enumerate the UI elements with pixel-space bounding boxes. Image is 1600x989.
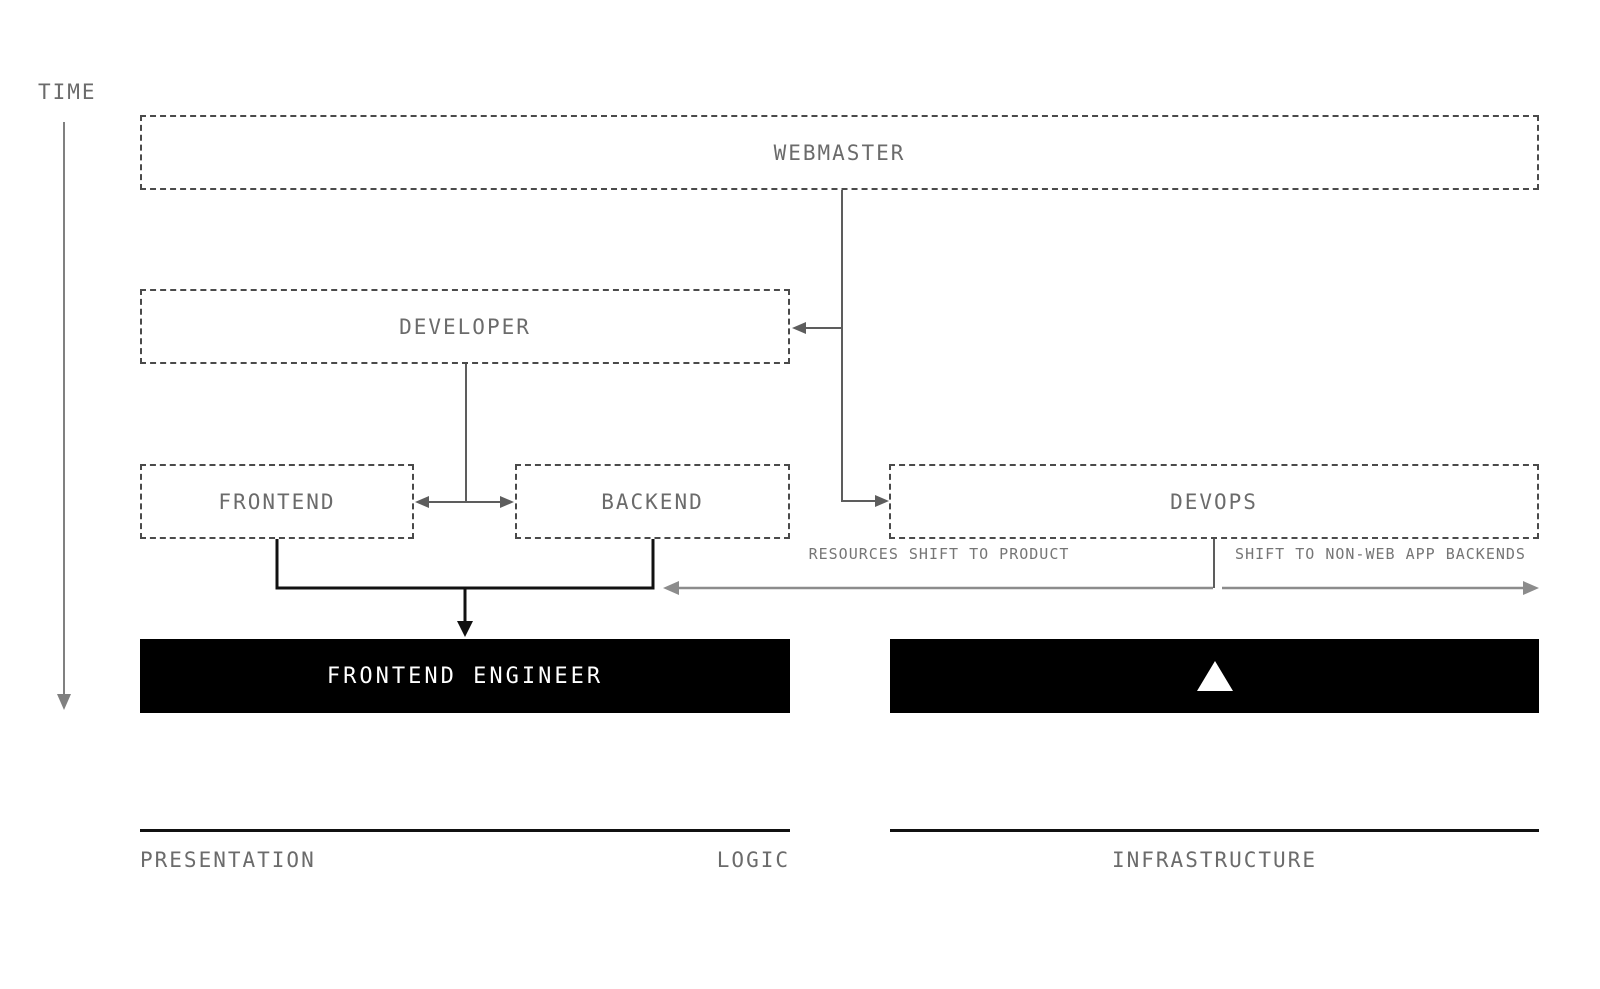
backend-label: BACKEND xyxy=(601,489,704,514)
non-web-shift-label: SHIFT TO NON-WEB APP BACKENDS xyxy=(1235,545,1526,563)
time-axis-arrowhead-icon xyxy=(57,694,71,710)
vercel-triangle-icon xyxy=(1196,661,1233,691)
logic-label: LOGIC xyxy=(716,848,790,872)
developer-label: DEVELOPER xyxy=(399,314,531,339)
frontend-label: FRONTEND xyxy=(218,489,336,514)
left-axis-labels: PRESENTATION LOGIC xyxy=(140,848,790,872)
devops-label: DEVOPS xyxy=(1170,489,1258,514)
presentation-logic-axis xyxy=(140,829,790,832)
devops-arrowhead-icon xyxy=(875,495,889,507)
infrastructure-label: INFRASTRUCTURE xyxy=(1111,848,1317,872)
frontend-engineer-arrowhead-icon xyxy=(457,621,473,637)
frontend-engineer-box: FRONTEND ENGINEER xyxy=(140,639,790,713)
time-axis-label: TIME xyxy=(38,80,97,104)
webmaster-box: WEBMASTER xyxy=(140,115,1539,190)
backend-box: BACKEND xyxy=(515,464,790,539)
merge-bracket-line xyxy=(275,539,655,590)
infrastructure-vendor-box xyxy=(890,639,1539,713)
resources-shift-arrowhead-icon xyxy=(663,581,679,595)
webmaster-label: WEBMASTER xyxy=(773,140,906,165)
frontend-arrowhead-icon xyxy=(415,496,429,508)
right-axis-labels: INFRASTRUCTURE xyxy=(890,848,1539,872)
backend-arrowhead-icon xyxy=(500,496,514,508)
resources-shift-label: RESOURCES SHIFT TO PRODUCT xyxy=(808,545,1070,563)
infrastructure-axis xyxy=(890,829,1539,832)
frontend-engineer-label: FRONTEND ENGINEER xyxy=(326,663,604,689)
non-web-shift-arrowhead-icon xyxy=(1523,581,1539,595)
presentation-label: PRESENTATION xyxy=(140,848,316,872)
devops-box: DEVOPS xyxy=(889,464,1539,539)
webmaster-stem-line xyxy=(841,190,884,502)
developer-box: DEVELOPER xyxy=(140,289,790,364)
developer-arrowhead-icon xyxy=(792,322,806,334)
frontend-box: FRONTEND xyxy=(140,464,414,539)
